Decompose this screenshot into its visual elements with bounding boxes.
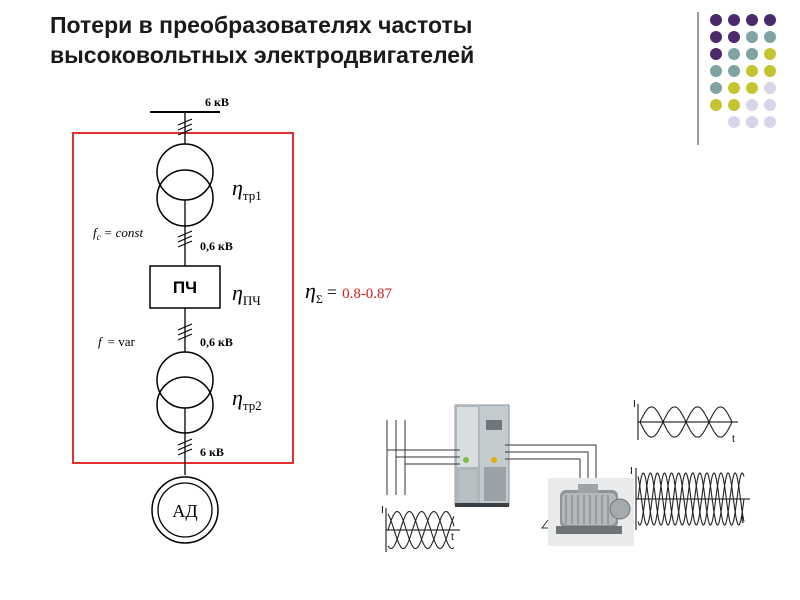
voltage-label-top: 6 кВ (205, 95, 229, 109)
decorative-dot (710, 14, 722, 26)
equipment-illustration: I t I t I t (381, 399, 750, 552)
converter-output-current-waveform (635, 468, 750, 530)
waveform-trace (387, 510, 455, 550)
voltage-label-mid-1: 0,6 кВ (200, 239, 233, 253)
waveform-trace (637, 472, 745, 526)
slide-title-line-1: Потери в преобразователях частоты (50, 12, 473, 38)
decorative-dot (710, 65, 722, 77)
supply-frequency-label: fc= const (93, 225, 143, 242)
decorative-dot (728, 48, 740, 60)
converter-cabinet-image (454, 404, 510, 507)
voltage-label-mid-2: 0,6 кВ (200, 335, 233, 349)
decorative-dot (764, 99, 776, 111)
supply-current-waveform (385, 508, 460, 552)
slide-title-line-2: высоковольтных электродвигателей (50, 42, 475, 68)
voltage-label-bottom: 6 кВ (200, 445, 224, 459)
waveform-trace (637, 472, 745, 526)
decorative-dot (764, 82, 776, 94)
single-line-diagram: 6 кВ 0,6 кВ ПЧ 0,6 кВ 6 кВ (72, 95, 294, 544)
induction-motor-symbol (151, 476, 219, 544)
decorative-dot (728, 82, 740, 94)
decorative-dot (710, 82, 722, 94)
decorative-dot (746, 14, 758, 26)
transformer-2-symbol (156, 351, 214, 434)
total-efficiency: ηΣ=0.8-0.87 (305, 278, 393, 306)
decorative-dot (728, 31, 740, 43)
decorative-dot (728, 65, 740, 77)
eta-transformer-1: ηтр1 (232, 175, 262, 203)
decorative-dot (764, 116, 776, 128)
waveform-tr-axis-i: I (633, 399, 636, 410)
decorative-dot (710, 99, 722, 111)
decorative-dot (746, 31, 758, 43)
waveform-bl-axis-t: t (451, 532, 454, 543)
slide-title: Потери в преобразователях частоты высоко… (50, 10, 610, 70)
decorative-dot (746, 99, 758, 111)
decorative-dot-grid (710, 14, 776, 128)
waveform-br-axis-t: t (741, 515, 744, 526)
decorative-dot (746, 48, 758, 60)
frequency-converter-label: ПЧ (173, 278, 197, 297)
three-phase-marks (177, 118, 193, 456)
decorative-dot (728, 116, 740, 128)
waveform-bl-axis-i: I (381, 505, 384, 516)
frequency-converter-box (149, 265, 221, 309)
motor-label: АД (172, 501, 197, 521)
waveform-trace (639, 406, 733, 438)
decorative-dot (746, 116, 758, 128)
electric-motor-image (541, 478, 634, 546)
output-frequency-label: f= var (98, 334, 135, 349)
decorative-dot (710, 31, 722, 43)
waveform-trace (637, 472, 745, 526)
transformer-1-symbol (156, 143, 214, 227)
decorative-dot (764, 31, 776, 43)
waveform-tr-axis-t: t (732, 434, 735, 445)
waveform-trace (387, 510, 455, 550)
converter-input-current-waveform (637, 404, 738, 440)
decorative-dot (764, 65, 776, 77)
decorative-dot (746, 65, 758, 77)
eta-transformer-2: ηтр2 (232, 385, 262, 413)
decorative-dot (746, 82, 758, 94)
decorative-dot (728, 14, 740, 26)
decorative-dot (728, 99, 740, 111)
waveform-trace (387, 510, 455, 550)
decorative-dot (764, 14, 776, 26)
decorative-dot (764, 48, 776, 60)
decorative-dot (710, 48, 722, 60)
waveform-br-axis-i: I (630, 466, 633, 477)
eta-converter: ηПЧ (232, 280, 261, 308)
